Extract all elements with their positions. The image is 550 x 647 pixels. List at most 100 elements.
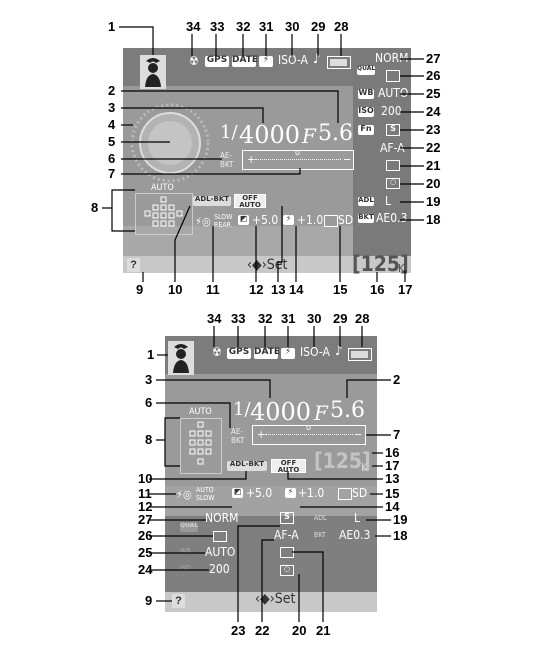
top-flash-comp: +1.0	[297, 213, 324, 227]
bottom-ae-bkt-top: AE-	[231, 427, 244, 436]
bottom-flash-comp-icon: ⚡	[285, 488, 296, 498]
callout-b-12: 12	[138, 499, 153, 514]
callout-34: 34	[186, 19, 201, 34]
bottom-frames-remaining: [125]	[314, 449, 371, 473]
top-adl-tag: ADL	[358, 196, 374, 206]
top-sd: SD	[338, 213, 354, 227]
bottom-exp-comp: +5.0	[246, 486, 273, 500]
callout-16: 16	[370, 282, 385, 297]
bottom-k-label: K	[361, 461, 368, 474]
top-wb-value: AUTO	[378, 86, 409, 100]
top-ae-bkt-bottom: BKT	[220, 160, 234, 169]
top-beep-icon: ♪	[313, 52, 321, 67]
callout-6: 6	[108, 151, 116, 166]
callout-2: 2	[108, 83, 116, 98]
top-exposure-meter: + − o	[242, 149, 354, 170]
callout-4: 4	[108, 117, 116, 132]
top-frames-remaining: [125]	[352, 252, 409, 276]
top-af-area-label: AUTO	[151, 183, 174, 193]
callout-31: 31	[259, 19, 274, 34]
bottom-af-mode: AF-A	[274, 528, 299, 542]
bottom-bkt-value: AE0.3	[339, 528, 371, 542]
bottom-sd: SD	[352, 486, 368, 500]
top-ae-bkt-top: AE-	[220, 151, 233, 160]
top-shooting-mode-icon	[140, 55, 166, 89]
top-bkt-value: AE0.3	[376, 211, 408, 225]
top-gps-badge: GPS	[205, 55, 229, 67]
bottom-gps-badge: GPS	[227, 347, 251, 359]
bottom-wb-value: AUTO	[205, 545, 236, 559]
top-flash-off-icon: ⚡	[259, 56, 273, 67]
callout-b-23: 23	[231, 623, 246, 638]
callout-33: 33	[210, 19, 225, 34]
callout-b-2: 2	[393, 372, 401, 387]
bottom-shooting-mode-icon	[168, 341, 194, 375]
callout-b-6: 6	[145, 395, 153, 410]
bottom-flash-off-icon: ⚡	[281, 348, 295, 359]
bottom-ae-bkt-bottom: BKT	[231, 436, 245, 445]
callout-23: 23	[426, 122, 441, 137]
callout-11: 11	[206, 282, 220, 297]
callout-13: 13	[271, 282, 286, 297]
top-flash-comp-icon: ⚡	[283, 215, 294, 225]
callout-b-34: 34	[207, 311, 222, 326]
top-mode-dial	[130, 103, 210, 183]
callout-17: 17	[398, 282, 413, 297]
top-wb-tag: WB	[358, 88, 374, 99]
top-metering-icon: ○	[386, 178, 400, 189]
callout-b-8: 8	[145, 432, 153, 447]
callout-12: 12	[249, 282, 264, 297]
bottom-flash-mode-bottom: SLOW	[196, 494, 215, 502]
bottom-iso-auto: ISO-A	[300, 345, 330, 359]
top-qual-tag: QUAL	[357, 66, 375, 75]
top-iso-tag: ISO	[358, 106, 374, 117]
top-flash-mode-bottom: REAR	[214, 221, 232, 229]
callout-10: 10	[168, 282, 183, 297]
callout-b-24: 24	[138, 562, 153, 577]
callout-b-1: 1	[147, 347, 155, 362]
bottom-wb-tag: WB	[180, 547, 191, 555]
top-aperture-value: 5.6	[318, 121, 353, 146]
callout-b-27: 27	[138, 512, 153, 527]
callout-9: 9	[136, 282, 144, 297]
top-card-icon	[324, 215, 338, 227]
callout-18: 18	[426, 212, 441, 227]
callout-22: 22	[426, 140, 441, 155]
callout-b-22: 22	[255, 623, 270, 638]
top-bottom-row	[123, 226, 353, 256]
top-help-icon: ?	[127, 258, 140, 272]
callout-b-14: 14	[385, 499, 400, 514]
bottom-battery-icon	[348, 348, 372, 361]
top-fn-tag: Fn	[358, 125, 374, 135]
bottom-aperture-f: F	[314, 401, 328, 425]
bottom-s-tag: S	[280, 512, 294, 524]
callout-b-9: 9	[145, 593, 153, 608]
bottom-shutter-value: 4000	[250, 398, 312, 426]
bottom-set-arrows: ‹◆›	[255, 591, 275, 607]
top-off-auto: OFF AUTO	[234, 194, 266, 209]
bottom-flash-comp: +1.0	[298, 486, 325, 500]
top-release-icon	[386, 160, 400, 171]
bottom-off-auto: OFF AUTO	[271, 459, 306, 474]
callout-b-26: 26	[138, 528, 153, 543]
bottom-iso-value: 200	[209, 562, 230, 576]
top-iso-auto: ISO-A	[278, 53, 308, 67]
callout-b-21: 21	[316, 623, 331, 638]
callout-27: 27	[426, 51, 441, 66]
bottom-image-quality: NORM	[205, 511, 239, 525]
callout-b-13: 13	[385, 471, 400, 486]
callout-21: 21	[426, 158, 441, 173]
callout-b-11: 11	[138, 486, 152, 501]
callout-30: 30	[285, 19, 300, 34]
bottom-adl-bkt: ADL-BKT	[227, 461, 267, 471]
bottom-help-icon: ?	[172, 594, 185, 608]
bottom-set-text: Set	[274, 591, 296, 607]
callout-5: 5	[108, 134, 116, 149]
bottom-shutter-fraction: 1/	[233, 399, 251, 420]
callout-b-20: 20	[292, 623, 307, 638]
callout-b-10: 10	[138, 471, 153, 486]
top-leader-lines	[102, 26, 424, 282]
top-bkt-tag: BKT	[358, 213, 374, 223]
callout-b-33: 33	[231, 311, 246, 326]
bottom-wifi-icon: ☢	[212, 345, 222, 359]
